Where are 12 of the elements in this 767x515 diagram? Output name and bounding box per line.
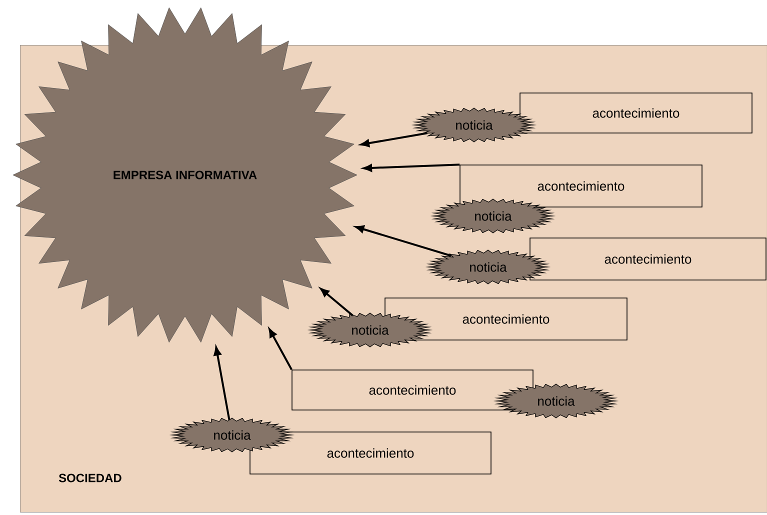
arrow: [363, 164, 460, 172]
arrow: [360, 132, 428, 147]
panel-title: SOCIEDAD: [58, 474, 122, 482]
event-box: acontecimiento: [460, 164, 702, 208]
arrow: [355, 225, 452, 257]
event-box: acontecimiento: [530, 238, 766, 280]
event-box: acontecimiento: [250, 432, 492, 474]
event-box: acontecimiento: [520, 92, 752, 134]
event-box: acontecimiento: [292, 370, 534, 410]
arrow: [320, 288, 354, 316]
arrow: [268, 328, 292, 370]
arrow: [214, 346, 230, 420]
